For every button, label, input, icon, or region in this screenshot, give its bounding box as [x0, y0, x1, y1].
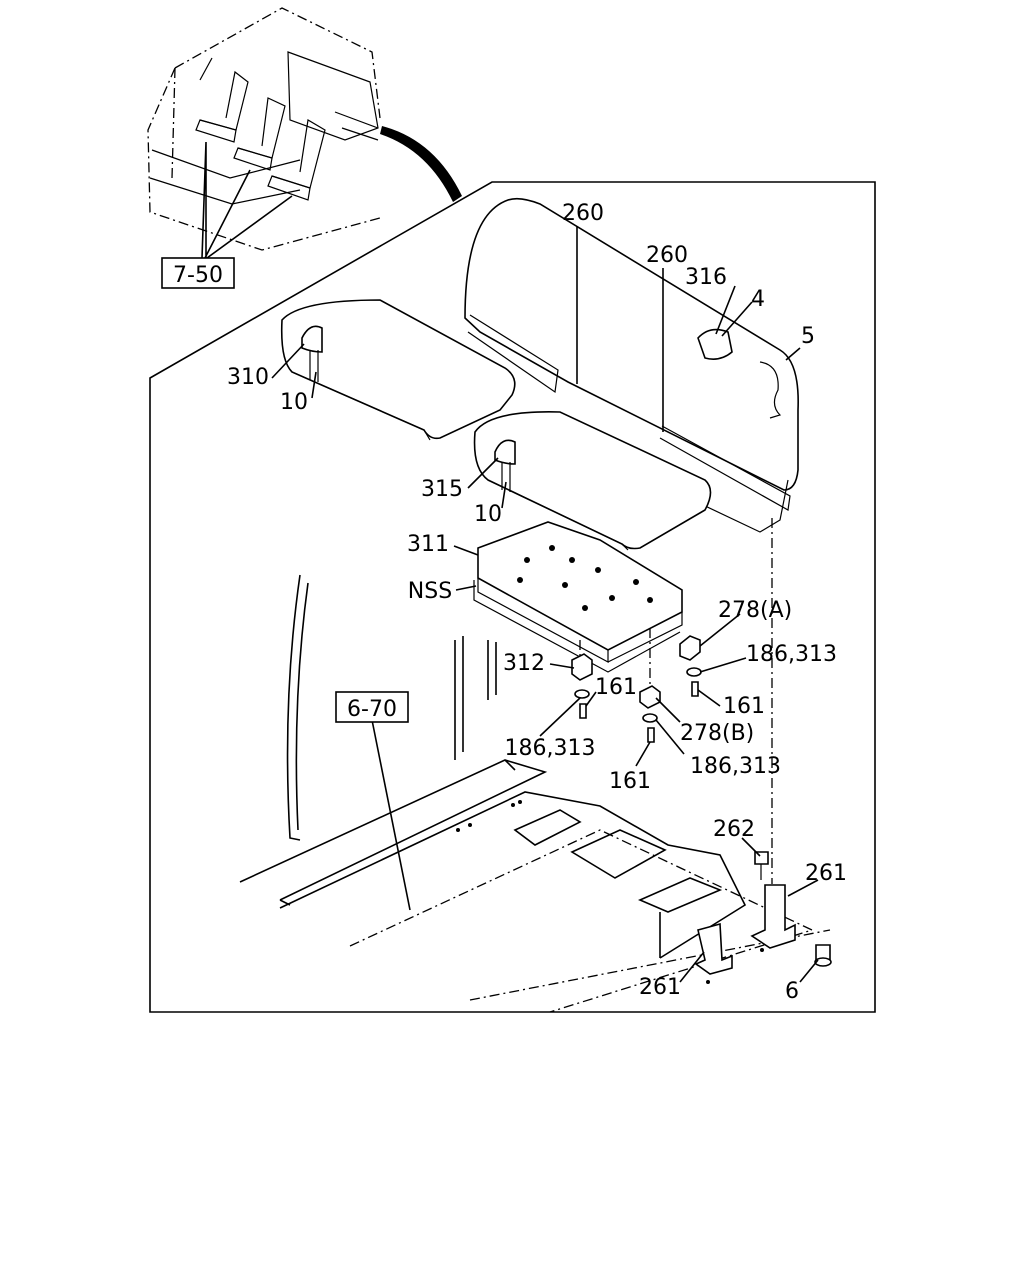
callout-315: 315: [421, 477, 463, 502]
callout-312: 312: [503, 651, 545, 676]
callout-278a: 278(A): [718, 598, 792, 623]
callout-260-lower: 260: [646, 243, 688, 268]
leader-lines: [271, 226, 819, 983]
callout-186-313-right: 186,313: [746, 642, 837, 667]
seat-back: [464, 197, 799, 533]
callout-310: 310: [227, 365, 269, 390]
callout-262: 262: [713, 817, 755, 842]
right-seat-cushion: [473, 411, 712, 551]
seat-frame: [473, 521, 683, 673]
callout-261-right: 261: [805, 861, 847, 886]
ref-label-6-70: 6-70: [347, 697, 397, 722]
main-view-frame: [149, 181, 876, 1013]
callout-labels: 260 260 316 4 5 310 10 315 10 311 NSS 27…: [227, 201, 847, 1004]
callout-10-left: 10: [280, 390, 308, 415]
callout-311: 311: [407, 532, 449, 557]
ref-box-7-50[interactable]: 7-50: [161, 257, 235, 289]
ref-box-6-70[interactable]: 6-70: [335, 691, 409, 723]
cab-overview-inset: [147, 7, 462, 259]
callout-186-313-lower: 186,313: [690, 754, 781, 779]
floor-panel: [239, 574, 831, 1013]
ref-label-7-50: 7-50: [173, 263, 223, 288]
hardware-parts: [571, 518, 832, 975]
callout-161-lower: 161: [609, 769, 651, 794]
callout-6: 6: [785, 979, 799, 1004]
callout-10-right: 10: [474, 502, 502, 527]
callout-186-313-left: 186,313: [505, 736, 596, 761]
callout-316: 316: [685, 265, 727, 290]
callout-260-upper: 260: [562, 201, 604, 226]
callout-278b: 278(B): [680, 721, 754, 746]
callout-4: 4: [751, 287, 765, 312]
callout-161-right: 161: [723, 694, 765, 719]
callout-261-left: 261: [639, 975, 681, 1000]
callout-nss: NSS: [408, 579, 452, 604]
left-seat-cushion: [280, 299, 516, 441]
callout-5: 5: [801, 324, 815, 349]
callout-161-center: 161: [595, 675, 637, 700]
